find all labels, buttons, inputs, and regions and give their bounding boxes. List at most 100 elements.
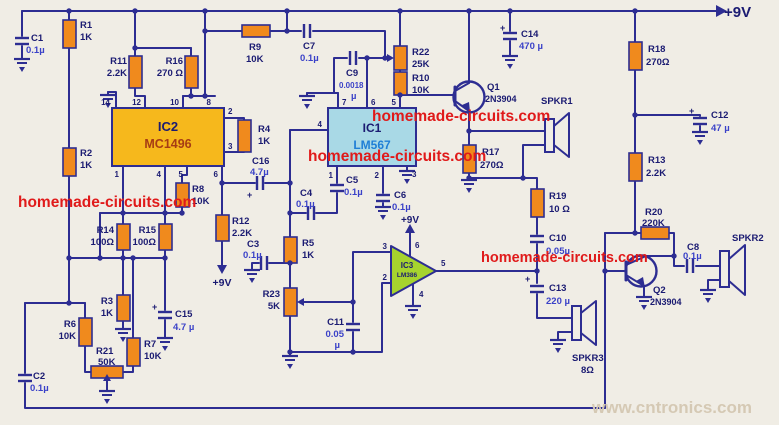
ground-icon xyxy=(507,64,513,69)
label-r10: R10 xyxy=(412,73,429,84)
junction-dot xyxy=(130,255,136,261)
junction-dot xyxy=(162,255,168,261)
watermark-4: homemade-circuits.com xyxy=(481,250,648,266)
label-r23: R23 xyxy=(263,289,280,300)
resistor-R5 xyxy=(283,236,298,264)
resistor-R20 xyxy=(640,226,670,240)
pin-ic1-2: 2 xyxy=(375,171,380,180)
resistor-R15 xyxy=(158,223,173,251)
transistor-lead xyxy=(454,100,470,112)
label-r14-value: 100Ω xyxy=(91,237,115,248)
junction-dot xyxy=(520,175,526,181)
label-r11-value: 2.2K xyxy=(107,68,127,79)
label-ic2-part: MC1496 xyxy=(144,137,191,151)
label-c7: C7 xyxy=(303,41,315,52)
label-c3-value: 0.1µ xyxy=(243,250,262,261)
pin-ic1-4: 4 xyxy=(318,120,323,129)
r21-wiper-arrow xyxy=(103,374,111,381)
supply-arrow-down xyxy=(217,265,227,274)
pin-ic2-4: 4 xyxy=(157,170,162,179)
label-r13-value: 2.2K xyxy=(646,168,666,179)
resistor-R7 xyxy=(126,337,141,367)
wire xyxy=(634,114,701,117)
transistor-lead xyxy=(454,82,470,92)
junction-dot xyxy=(219,180,225,186)
label-ic1-part: LM567 xyxy=(353,138,391,152)
ground-icon xyxy=(705,298,711,303)
wire xyxy=(536,293,573,319)
label-r2: R2 xyxy=(80,148,92,159)
pin-ic2-6: 6 xyxy=(214,170,219,179)
ground-icon xyxy=(697,140,703,145)
label-c12-value: 47 µ xyxy=(711,123,730,134)
resistor-R14 xyxy=(116,223,131,251)
junction-dot xyxy=(466,175,472,181)
ground-icon xyxy=(304,104,310,109)
pin-ic2-2: 2 xyxy=(228,107,233,116)
label-c5: C5 xyxy=(346,175,359,186)
label-q1-part: 2N3904 xyxy=(485,94,517,104)
label-r17-value: 270Ω xyxy=(480,160,504,171)
pin-ic3-4: 4 xyxy=(419,290,424,299)
spkr3-horn xyxy=(580,300,597,346)
supply-label-top: +9V xyxy=(724,4,751,21)
label-r5: R5 xyxy=(302,238,315,249)
wire xyxy=(668,232,685,267)
label-r1: R1 xyxy=(80,20,93,31)
label-c4: C4 xyxy=(300,188,313,199)
junction-dot xyxy=(66,300,72,306)
label-r3-value: 1K xyxy=(101,308,113,319)
junction-dot xyxy=(350,299,356,305)
watermark-cntronics: www.cntronics.com xyxy=(591,398,752,417)
junction-dot xyxy=(120,255,126,261)
pin-ic1-6: 6 xyxy=(371,98,376,107)
junction-dot xyxy=(284,28,290,34)
polarity-c12: + xyxy=(689,106,694,116)
junction-dot xyxy=(202,8,208,14)
ground-icon xyxy=(105,103,111,108)
resistor-R16 xyxy=(184,55,199,89)
junction-dot xyxy=(202,93,208,99)
pin-ic1-3: 3 xyxy=(412,170,417,179)
label-c7-value: 0.1µ xyxy=(300,53,319,64)
label-c9: C9 xyxy=(346,68,358,79)
label-c11-value: 0.05 xyxy=(326,329,345,340)
label-c1-value: 0.1µ xyxy=(26,45,45,56)
label-c11-unit: µ xyxy=(335,340,340,351)
pin-ic3-6: 6 xyxy=(415,241,420,250)
supply-label-ic3: +9V xyxy=(401,215,419,226)
pin-ic3-3: 3 xyxy=(383,242,388,251)
pin-ic1-7: 7 xyxy=(342,98,347,107)
ic1-body xyxy=(327,107,417,167)
label-q2-part: 2N3904 xyxy=(650,297,682,307)
junction-dot xyxy=(287,210,293,216)
ground-icon xyxy=(641,305,647,310)
junction-dot xyxy=(671,253,677,259)
label-c5-value: 0.1µ xyxy=(344,187,363,198)
label-r4-value: 1K xyxy=(258,136,270,147)
label-r7: R7 xyxy=(144,339,156,350)
label-r13: R13 xyxy=(648,155,665,166)
label-r15: R15 xyxy=(139,225,157,236)
label-c13-value: 220 µ xyxy=(546,296,570,307)
wire xyxy=(468,177,538,190)
junction-dot xyxy=(632,8,638,14)
label-c1: C1 xyxy=(31,33,44,44)
label-r1-value: 1K xyxy=(80,32,92,43)
label-ic3: IC3 xyxy=(401,261,414,270)
label-c11: C11 xyxy=(327,317,345,328)
label-r12-value: 2.2K xyxy=(232,228,252,239)
wire xyxy=(107,91,117,109)
label-r8: R8 xyxy=(192,184,204,195)
junction-dot xyxy=(179,210,185,216)
wire xyxy=(352,251,392,303)
resistor-R2 xyxy=(62,147,77,177)
label-r16-value: 270 Ω xyxy=(157,68,183,79)
resistor-R11 xyxy=(128,55,143,89)
label-r22-value: 25K xyxy=(412,59,430,70)
junction-dot xyxy=(602,268,608,274)
label-spkr3-value: 8Ω xyxy=(581,365,594,376)
wire xyxy=(707,279,721,291)
transistor-lead xyxy=(625,255,647,266)
junction-dot xyxy=(397,8,403,14)
